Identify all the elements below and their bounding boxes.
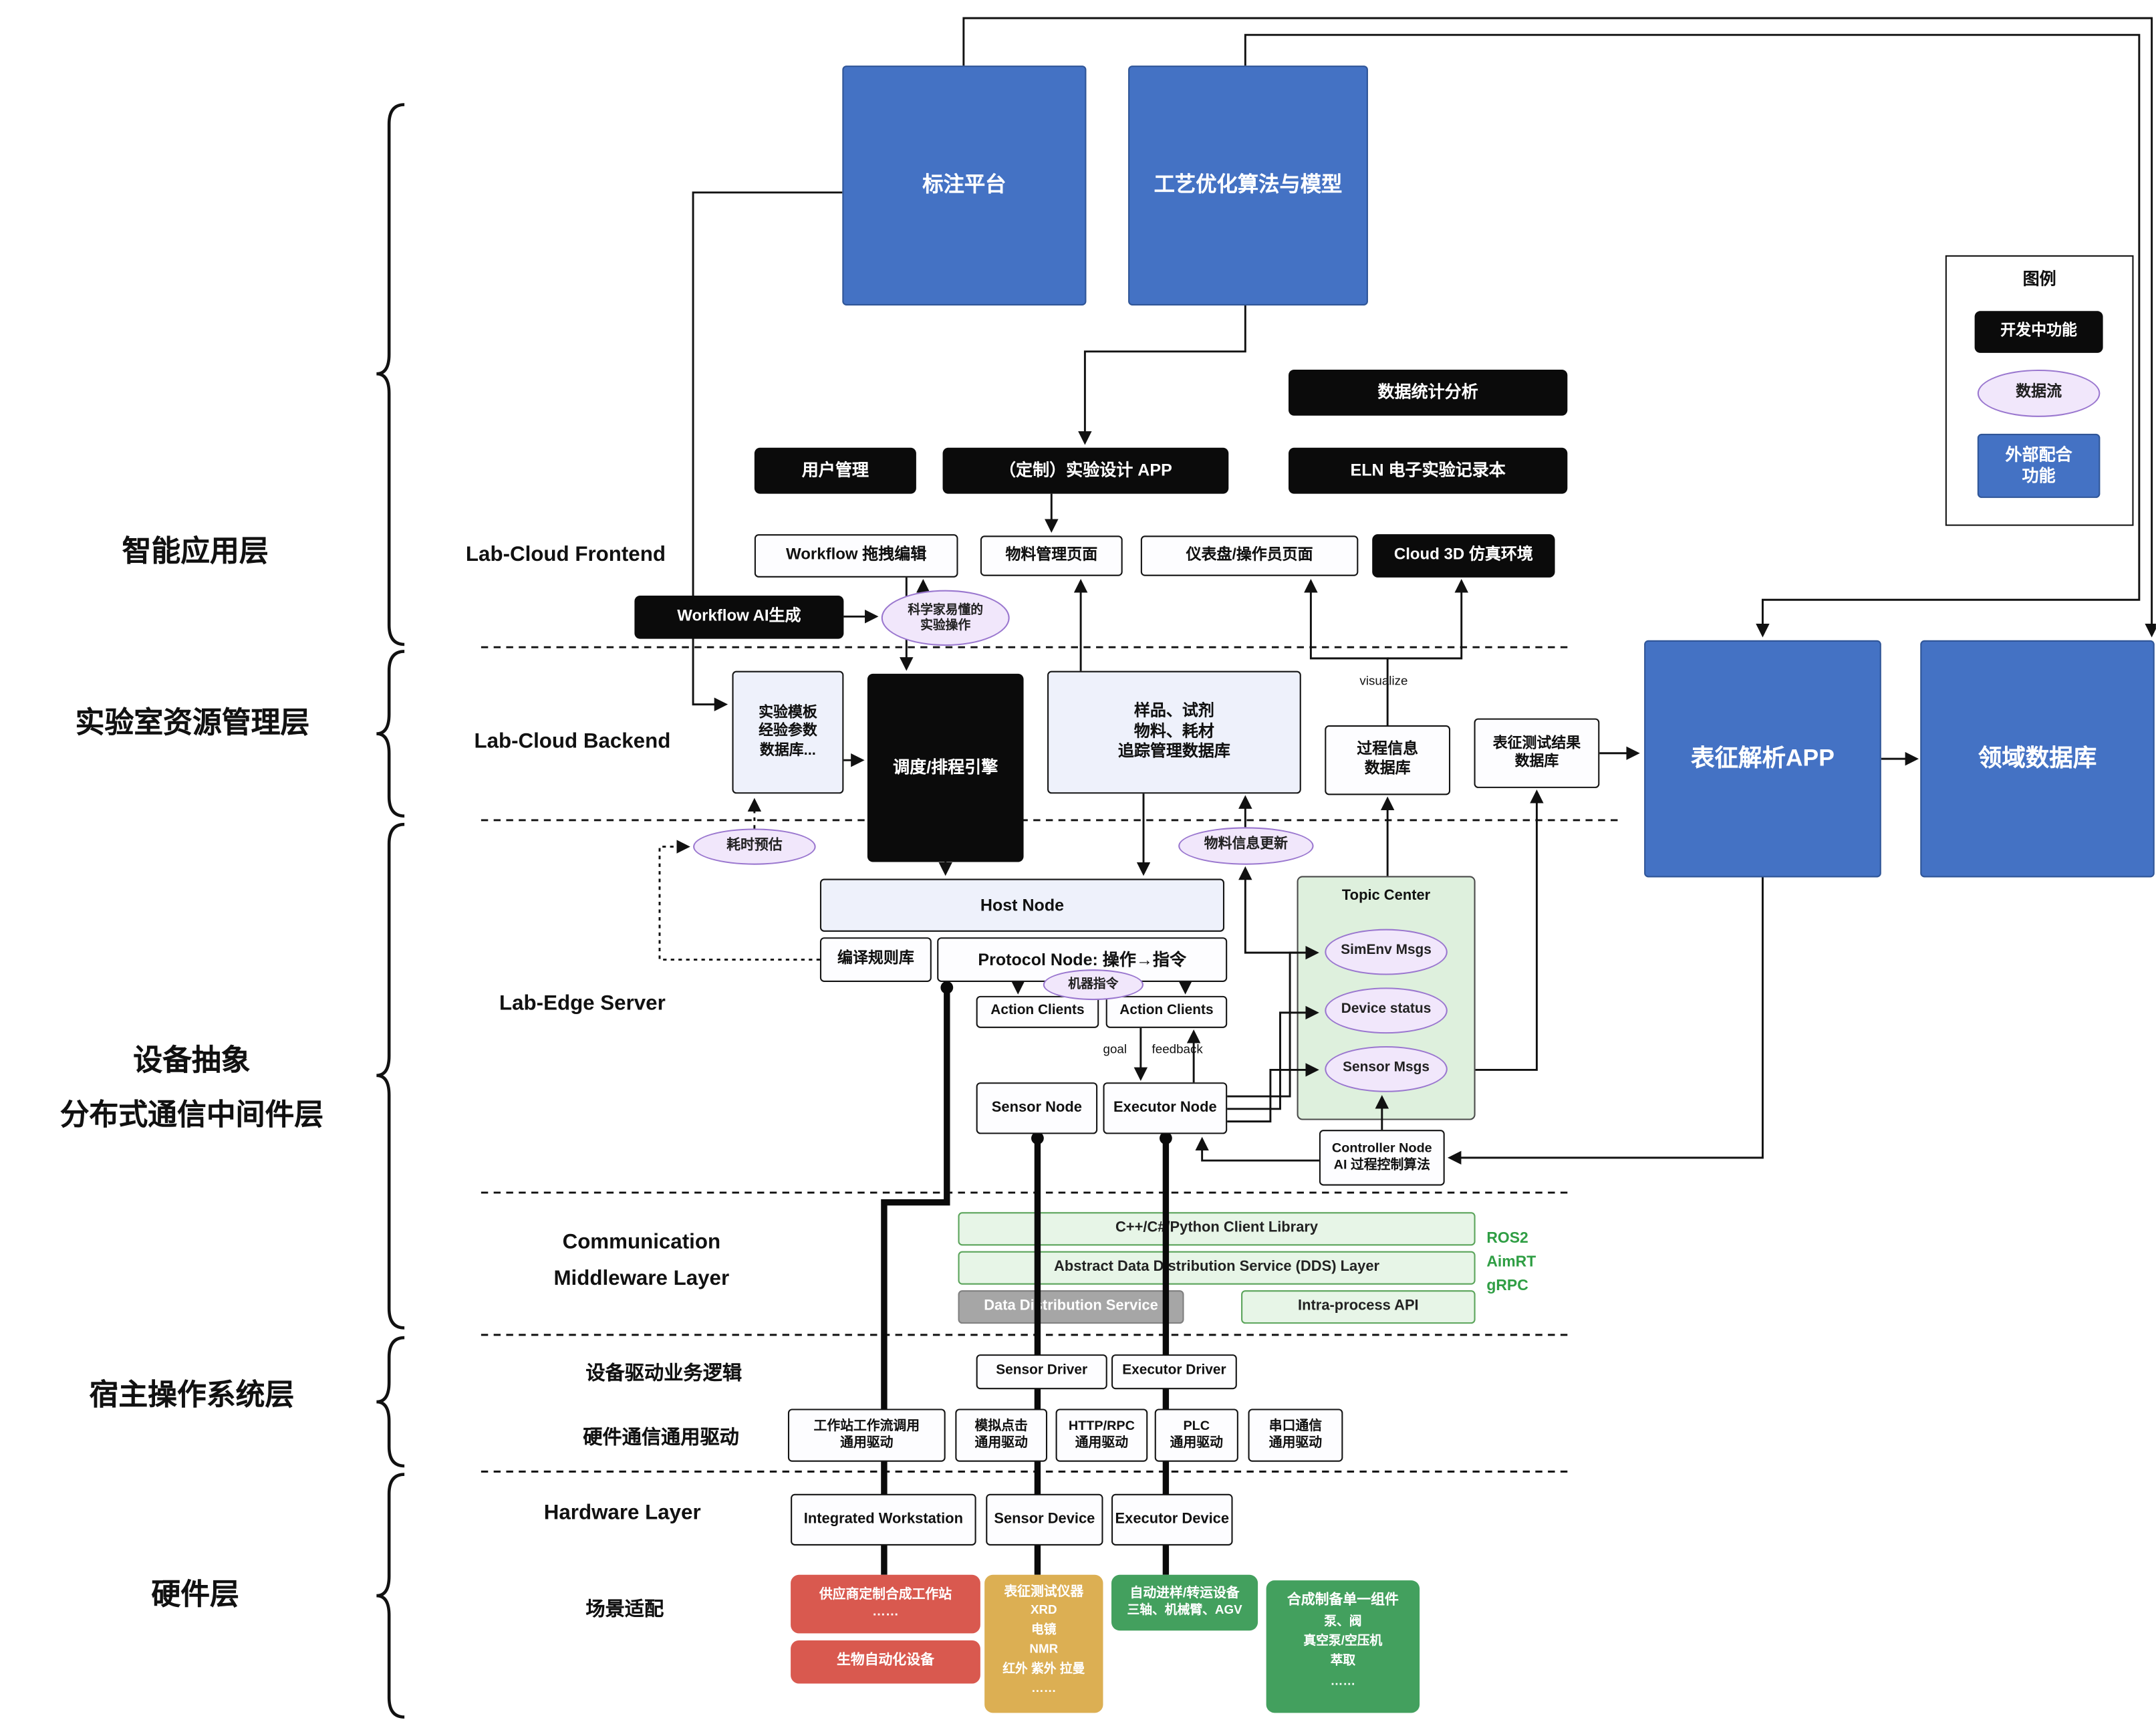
material-page-box: 物料管理页面 — [980, 535, 1123, 576]
legend-title: 图例 — [2022, 269, 2056, 289]
characterization-instruments-box: 表征测试仪器 XRD 电镜 NMR 红外 紫外 拉曼 …… — [984, 1574, 1103, 1713]
row-label-backend: Lab-Cloud Backend — [474, 729, 671, 753]
characterization-instruments-items: XRD 电镜 NMR 红外 紫外 拉曼 …… — [1002, 1602, 1085, 1695]
legend-dataflow-ellipse: 数据流 — [1977, 369, 2101, 417]
synthesis-components-title: 合成制备单一组件 — [1287, 1592, 1399, 1608]
legend-developing-box: 开发中功能 — [1974, 311, 2103, 353]
topic-center-title: Topic Center — [1341, 887, 1431, 904]
row-label-scenario: 场景适配 — [585, 1597, 664, 1620]
visualize-label: visualize — [1359, 673, 1408, 688]
characterization-instruments-title: 表征测试仪器 — [1004, 1584, 1084, 1600]
goal-label: goal — [1103, 1041, 1127, 1056]
plc-driver-box: PLC 通用驱动 — [1154, 1408, 1238, 1462]
row-label-edge-server: Lab-Edge Server — [499, 991, 666, 1016]
material-update-ellipse: 物料信息更新 — [1178, 827, 1314, 865]
workflow-ai-box: Workflow AI生成 — [634, 595, 844, 639]
workflow-edit-box: Workflow 拖拽编辑 — [754, 534, 958, 578]
eln-box: ELN 电子实验记录本 — [1289, 447, 1568, 494]
host-node-box: Host Node — [819, 878, 1225, 932]
test-result-db-box: 表征测试结果 数据库 — [1474, 718, 1600, 788]
scheduler-box: 调度/排程引擎 — [867, 673, 1024, 862]
transfer-equipment-box: 自动进样/转运设备 三轴、机械臂、AGV — [1111, 1574, 1258, 1631]
layer-label-host-os: 宿主操作系统层 — [89, 1379, 295, 1412]
device-status-ellipse: Device status — [1325, 987, 1448, 1034]
transfer-equipment-items: 三轴、机械臂、AGV — [1127, 1603, 1242, 1618]
sensor-node-box: Sensor Node — [976, 1082, 1098, 1134]
executor-driver-box: Executor Driver — [1111, 1354, 1237, 1390]
vendor-workstation-box: 供应商定制合成工作站 …… — [791, 1574, 980, 1634]
dds-layer-box: Abstract Data Distribution Service (DDS)… — [958, 1251, 1476, 1285]
row-label-driver-logic: 设备驱动业务逻辑 — [585, 1361, 743, 1384]
intra-process-api-box: Intra-process API — [1241, 1290, 1476, 1324]
client-library-box: C++/C#/Python Client Library — [958, 1212, 1476, 1246]
legend-external-box: 外部配合 功能 — [1977, 433, 2101, 498]
layer-label-app: 智能应用层 — [122, 535, 269, 568]
integrated-workstation-box: Integrated Workstation — [791, 1493, 976, 1546]
serial-driver-box: 串口通信 通用驱动 — [1248, 1408, 1343, 1462]
simenv-msgs-ellipse: SimEnv Msgs — [1325, 929, 1448, 975]
row-label-hw-drivers: 硬件通信通用驱动 — [583, 1425, 739, 1448]
executor-device-box: Executor Device — [1111, 1493, 1233, 1546]
row-label-frontend: Lab-Cloud Frontend — [465, 542, 666, 567]
legend: 图例 开发中功能 数据流 外部配合 功能 — [1945, 255, 2134, 526]
experiment-design-app-box: （定制）实验设计 APP — [942, 447, 1229, 494]
layer-braces — [376, 103, 405, 1719]
feedback-label: feedback — [1152, 1041, 1203, 1056]
data-stats-box: 数据统计分析 — [1289, 369, 1568, 416]
layer-label-resource: 实验室资源管理层 — [75, 707, 310, 739]
controller-node-box: Controller Node AI 过程控制算法 — [1319, 1130, 1445, 1186]
layer-label-middleware: 设备抽象 分布式通信中间件层 — [59, 1044, 324, 1131]
rule-lib-box: 编译规则库 — [819, 937, 932, 982]
sensor-device-box: Sensor Device — [986, 1493, 1103, 1546]
dashboard-page-box: 仪表盘/操作员页面 — [1140, 535, 1359, 576]
machine-cmd-ellipse: 机器指令 — [1043, 969, 1144, 1001]
synthesis-components-box: 合成制备单一组件 泵、阀 真空泵/空压机 萃取 …… — [1266, 1580, 1420, 1713]
dotted-arrows — [658, 797, 820, 961]
cloud-3d-box: Cloud 3D 仿真环境 — [1372, 534, 1555, 578]
user-mgmt-box: 用户管理 — [754, 447, 916, 494]
domain-db-box: 领域数据库 — [1920, 640, 2155, 878]
action-clients-box-1: Action Clients — [976, 995, 1099, 1028]
action-clients-box-2: Action Clients — [1105, 995, 1228, 1028]
aimrt-label: AimRT — [1486, 1253, 1536, 1271]
template-db-box: 实验模板 经验参数 数据库... — [732, 670, 844, 794]
scientist-ops-ellipse: 科学家易懂的 实验操作 — [881, 590, 1010, 646]
dds-service-box: Data Distribution Service — [958, 1290, 1184, 1324]
process-optimization-box: 工艺优化算法与模型 — [1128, 66, 1368, 305]
row-label-comm-middleware: Communication Middleware Layer — [553, 1230, 730, 1291]
sensor-msgs-ellipse: Sensor Msgs — [1325, 1046, 1448, 1092]
characterization-app-box: 表征解析APP — [1644, 640, 1881, 878]
time-estimate-ellipse: 耗时预估 — [693, 828, 816, 865]
ros2-label: ROS2 — [1486, 1230, 1528, 1247]
executor-node-box: Executor Node — [1103, 1082, 1228, 1134]
sensor-driver-box: Sensor Driver — [976, 1354, 1107, 1390]
http-driver-box: HTTP/RPC 通用驱动 — [1055, 1408, 1148, 1462]
synthesis-components-items: 泵、阀 真空泵/空压机 萃取 …… — [1303, 1613, 1383, 1688]
bio-automation-box: 生物自动化设备 — [791, 1640, 980, 1684]
layer-label-hardware: 硬件层 — [151, 1579, 239, 1612]
process-db-box: 过程信息 数据库 — [1325, 725, 1451, 795]
annotation-platform-box: 标注平台 — [842, 66, 1087, 305]
tracking-db-box: 样品、试剂 物料、耗材 追踪管理数据库 — [1047, 670, 1301, 794]
grpc-label: gRPC — [1486, 1277, 1528, 1295]
row-label-hardware-layer: Hardware Layer — [543, 1501, 701, 1525]
click-driver-box: 模拟点击 通用驱动 — [955, 1408, 1048, 1462]
transfer-equipment-title: 自动进样/转运设备 — [1129, 1586, 1240, 1602]
workstation-driver-box: 工作站工作流调用 通用驱动 — [787, 1408, 946, 1462]
